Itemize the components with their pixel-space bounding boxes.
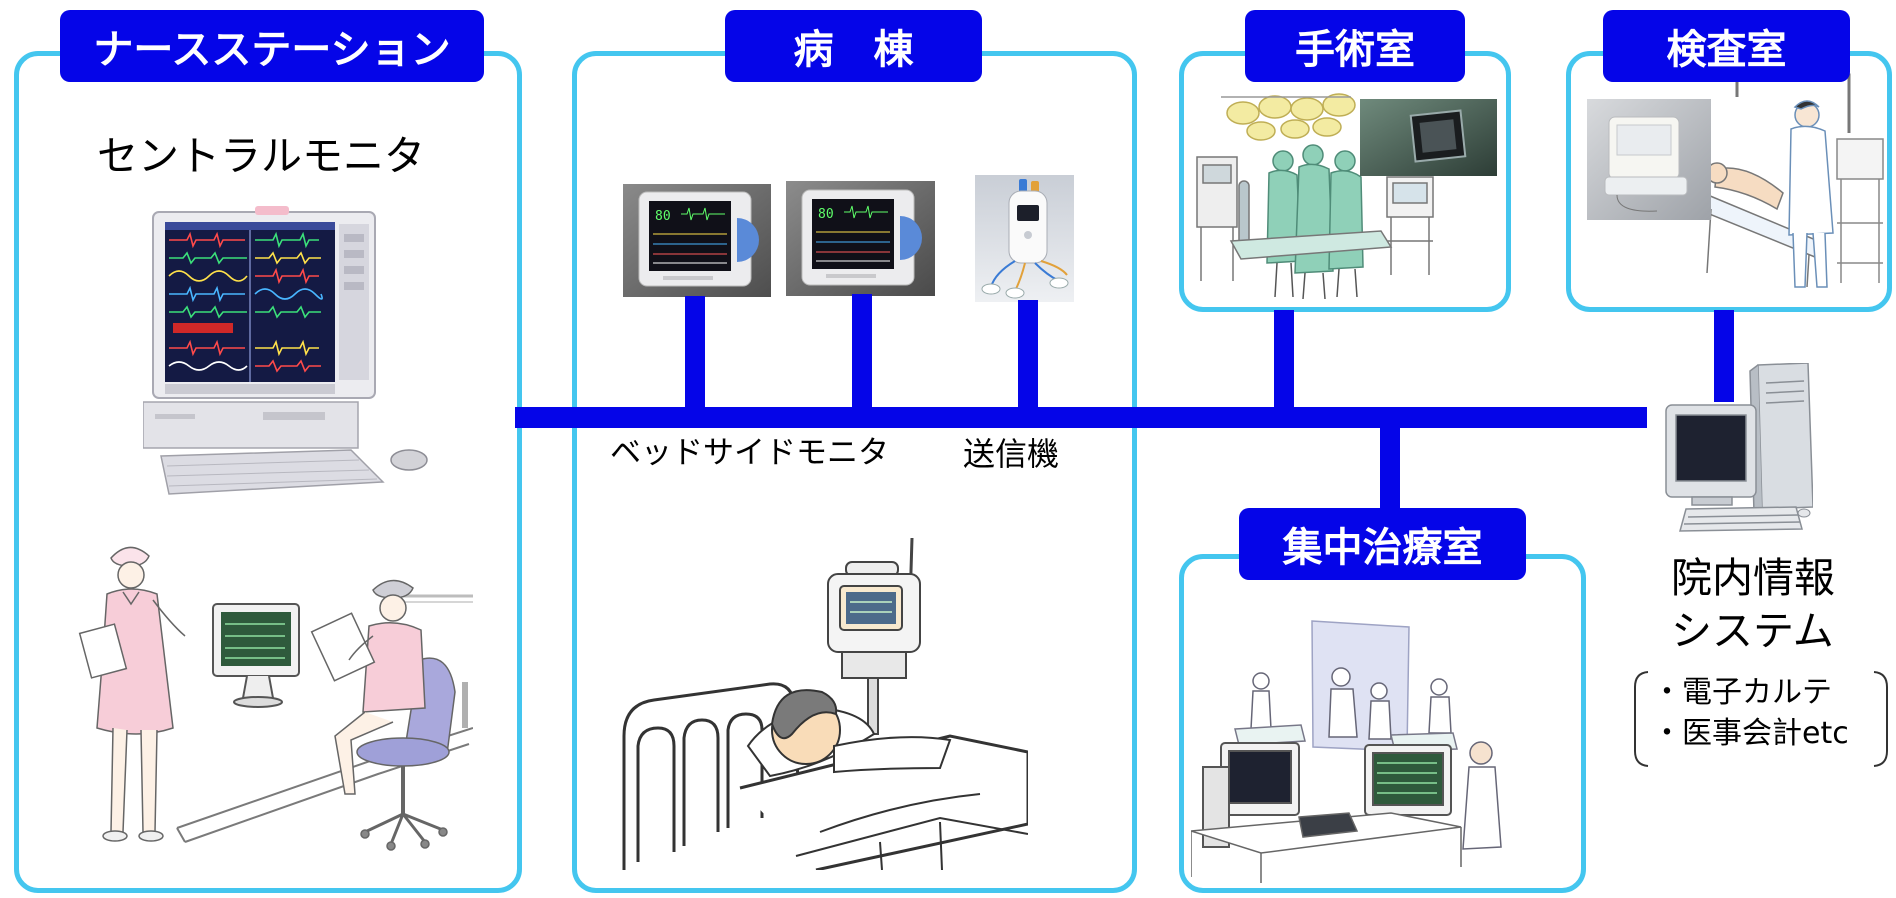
his-item-medical-accounting: ・医事会計etc: [1652, 716, 1849, 751]
operating-room-connector: [1274, 310, 1294, 410]
computer-tower: [1749, 363, 1813, 515]
examination-room-connector: [1714, 310, 1734, 402]
bedside-monitor-label: ベッドサイドモニタ: [610, 435, 889, 471]
ecg-device-photo: [1587, 99, 1711, 220]
icu-staff-figures: [1250, 667, 1502, 850]
doctor-figure: [1788, 100, 1834, 288]
bedside-monitor-illustration: 80: [623, 184, 771, 297]
desk-monitor: [212, 603, 300, 708]
overhead-arm: [1735, 73, 1851, 133]
icu-connector: [1380, 425, 1400, 511]
his-item-electronic-chart: ・電子カルテ: [1652, 675, 1832, 710]
glass-partition: [1311, 620, 1410, 752]
examination-room-illustration: [1587, 73, 1884, 288]
bedside-monitor-1-reading: 80: [655, 209, 671, 224]
central-monitor-display: [152, 206, 376, 399]
nurse-station-title: ナースステーション: [60, 10, 484, 82]
seated-nurse-figure: [310, 579, 456, 851]
his-items-bracket: [1634, 671, 1888, 767]
ward-bed-scene-illustration: [622, 537, 1028, 870]
central-monitor-illustration: [143, 206, 428, 495]
mouse-icon: [390, 449, 428, 471]
endoscope-screen-photo: [1360, 99, 1497, 176]
icu-title: 集中治療室: [1239, 508, 1526, 580]
nurse-station-scene-illustration: [78, 546, 473, 851]
bedside-monitor-2-connector: [852, 294, 872, 410]
hospital-info-system-title-line1: 院内情報: [1671, 554, 1835, 602]
keyboard-icon: [1679, 506, 1803, 532]
examination-room-title: 検査室: [1603, 10, 1850, 82]
exam-bed-with-patient: [1696, 162, 1825, 288]
patient-monitor: [1202, 742, 1300, 848]
computer-monitor: [1665, 404, 1757, 506]
operating-room-title: 手術室: [1245, 10, 1465, 82]
icu-scene-illustration: [1191, 620, 1502, 883]
anesthesia-machine: [1196, 156, 1250, 281]
patient: [746, 689, 952, 778]
monitor-on-stand: [827, 537, 921, 735]
surgical-lights: [1221, 93, 1356, 141]
transmitter-label: 送信機: [963, 435, 1060, 473]
surgeon-figures: [1266, 144, 1364, 300]
network-backbone-line: [515, 407, 1647, 428]
equipment-cart: [1386, 176, 1434, 275]
bedside-monitor-illustration: 80: [786, 181, 935, 296]
transmitter-connector: [1018, 300, 1038, 410]
workstation-desk: [1191, 812, 1462, 883]
hospital-info-system-title-line2: システム: [1671, 607, 1834, 655]
hospital-computer-illustration: [1665, 363, 1813, 532]
central-monitor-cpu-unit: [143, 401, 359, 449]
ward-title: 病 棟: [725, 10, 982, 82]
central-monitor-label: セントラルモニタ: [97, 132, 425, 180]
bedside-monitor-1-connector: [685, 296, 705, 410]
standing-nurse-figure: [78, 546, 186, 842]
transmitter-illustration: [975, 175, 1074, 302]
desk-monitor: [1364, 744, 1452, 816]
keyboard-icon: [160, 449, 385, 495]
operating-room-illustration: [1196, 93, 1497, 300]
bedside-monitor-2-reading: 80: [818, 207, 834, 222]
mouse-icon: [1797, 508, 1811, 518]
equipment-cart: [1836, 138, 1884, 283]
